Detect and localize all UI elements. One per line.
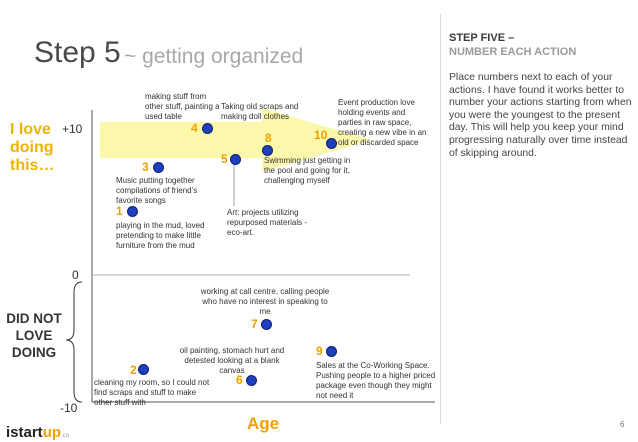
action-dot-4 <box>202 123 213 134</box>
page-title: Step 5 <box>34 36 121 69</box>
action-number-1: 1 <box>116 204 123 218</box>
action-number-8: 8 <box>265 131 272 145</box>
page-number: 6 <box>620 420 625 429</box>
step-heading: STEP FIVE – <box>449 32 515 44</box>
action-dot-7 <box>261 319 272 330</box>
action-note-9: Sales at the Co-Working Space. Pushing p… <box>316 361 436 400</box>
y-tick-top: +10 <box>62 122 83 136</box>
action-dot-5 <box>230 154 241 165</box>
action-number-7: 7 <box>251 317 258 331</box>
action-number-9: 9 <box>316 344 323 358</box>
page-subtitle: ~ getting organized <box>124 45 304 68</box>
action-number-5: 5 <box>221 152 228 166</box>
istartup-logo: istartup.co <box>6 424 69 441</box>
y-tick-bottom: -10 <box>60 401 78 415</box>
action-note-5: Taking old scraps and making doll clothe… <box>221 102 299 121</box>
step-instructions: Place numbers next to each of your actio… <box>449 72 632 159</box>
love-label: I love doing this… <box>10 121 55 174</box>
action-note-7: working at call centre, calling people w… <box>200 287 330 316</box>
action-note-6: oil painting, stomach hurt and detested … <box>179 346 285 375</box>
x-axis-label: Age <box>247 414 280 433</box>
dislike-brace <box>65 281 83 403</box>
action-dot-8 <box>262 145 273 156</box>
logo-accent-text: up <box>42 424 62 441</box>
step-subheading: NUMBER EACH ACTION <box>449 46 577 58</box>
action-note-1: playing in the mud, loved pretending to … <box>116 221 205 250</box>
sidebar-divider <box>440 14 441 424</box>
action-dot-9 <box>326 346 337 357</box>
action-dot-10 <box>326 138 337 149</box>
action-dot-3 <box>153 162 164 173</box>
action-note-8: Swimming just getting in the pool and go… <box>264 156 351 185</box>
action-number-10: 10 <box>314 128 328 142</box>
action-note-10: Event production love holding events and… <box>338 98 427 147</box>
dislike-label: DID NOT LOVE DOING <box>6 311 62 360</box>
positive-arrow-band <box>100 108 372 172</box>
action-number-6: 6 <box>236 373 243 387</box>
action-note-2: cleaning my room, so I could not find sc… <box>94 378 210 407</box>
logo-main-text: istart <box>6 424 43 441</box>
action-number-4: 4 <box>191 121 198 135</box>
action-dot-6 <box>246 375 257 386</box>
art-note: Art: projects utilizing repurposed mater… <box>227 208 308 237</box>
action-number-2: 2 <box>130 363 137 377</box>
action-dot-1 <box>127 206 138 217</box>
action-note-3: Music putting together compilations of f… <box>116 176 198 205</box>
y-tick-zero: 0 <box>72 268 79 282</box>
action-number-3: 3 <box>142 160 149 174</box>
action-dot-2 <box>138 364 149 375</box>
logo-suffix-text: .co <box>61 433 70 439</box>
action-note-4: making stuff from other stuff, painting … <box>145 92 220 121</box>
